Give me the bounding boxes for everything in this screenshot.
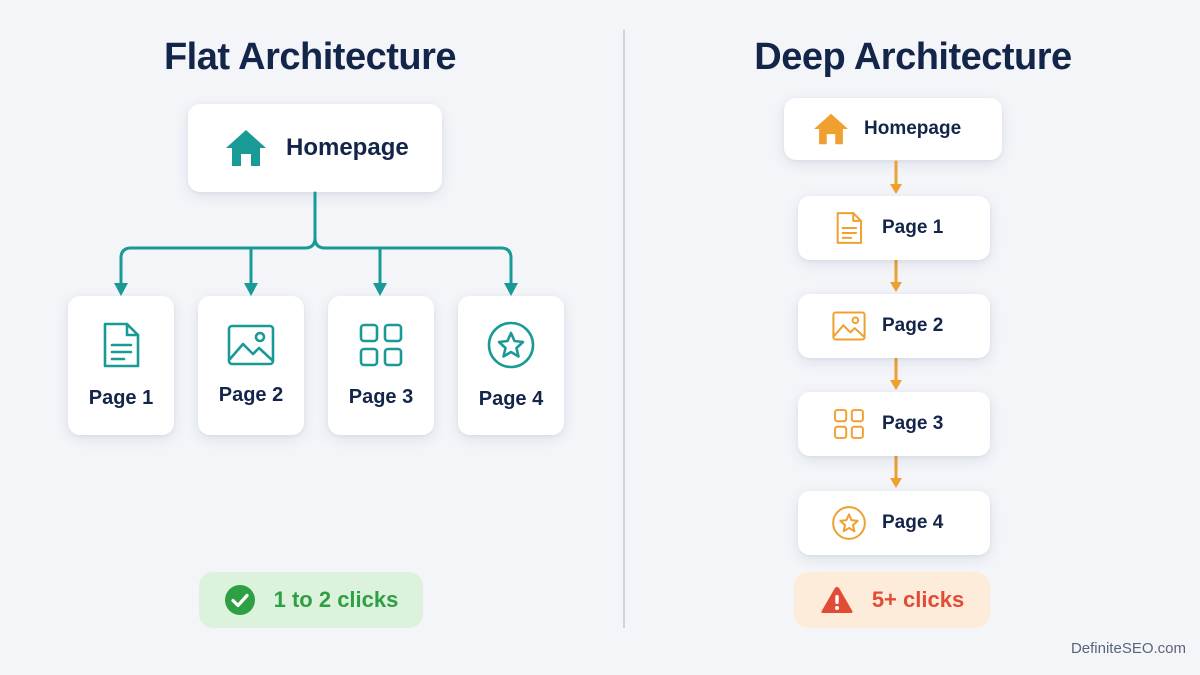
watermark: DefiniteSEO.com (1070, 640, 1186, 657)
deep-page-label: Page 2 (882, 315, 944, 336)
document-icon (832, 211, 866, 245)
image-icon (832, 311, 866, 341)
check-circle-icon (224, 584, 274, 616)
flat-homepage-label: Homepage (286, 134, 409, 161)
deep-page-label: Page 3 (882, 413, 944, 434)
deep-title: Deep Architecture (754, 36, 1072, 78)
flat-page-label: Page 3 (348, 386, 414, 408)
home-icon (224, 128, 268, 168)
deep-homepage-label: Homepage (864, 118, 962, 139)
deep-page-label: Page 1 (882, 217, 944, 238)
flat-page-label: Page 4 (478, 388, 544, 410)
flat-clicks-badge: 1 to 2 clicks (199, 572, 423, 628)
deep-page-card-2: Page 2 (798, 294, 990, 358)
grid-icon (832, 408, 866, 440)
flat-title: Flat Architecture (163, 36, 457, 78)
deep-connector-arrows (890, 160, 902, 488)
deep-page-label: Page 4 (882, 512, 944, 533)
star-icon (830, 505, 868, 541)
deep-homepage-card: Homepage (784, 98, 1002, 160)
flat-clicks-text: 1 to 2 clicks (273, 587, 399, 612)
flat-connector-lines (114, 191, 518, 296)
grid-icon (358, 322, 404, 368)
flat-page-label: Page 2 (218, 384, 284, 406)
flat-page-card-2: Page 2 (198, 296, 304, 435)
flat-page-card-3: Page 3 (328, 296, 434, 435)
deep-page-card-4: Page 4 (798, 491, 990, 555)
flat-page-label: Page 1 (88, 387, 154, 409)
star-icon (486, 320, 536, 370)
section-divider (623, 30, 625, 628)
document-icon (100, 321, 142, 369)
deep-page-card-1: Page 1 (798, 196, 990, 260)
home-icon (812, 112, 850, 146)
warning-icon (820, 585, 872, 615)
deep-page-card-3: Page 3 (798, 392, 990, 456)
flat-page-card-1: Page 1 (68, 296, 174, 435)
flat-page-card-4: Page 4 (458, 296, 564, 435)
deep-clicks-text: 5+ clicks (871, 587, 965, 612)
flat-homepage-card: Homepage (188, 104, 442, 192)
image-icon (227, 324, 275, 366)
deep-clicks-badge: 5+ clicks (794, 572, 990, 628)
